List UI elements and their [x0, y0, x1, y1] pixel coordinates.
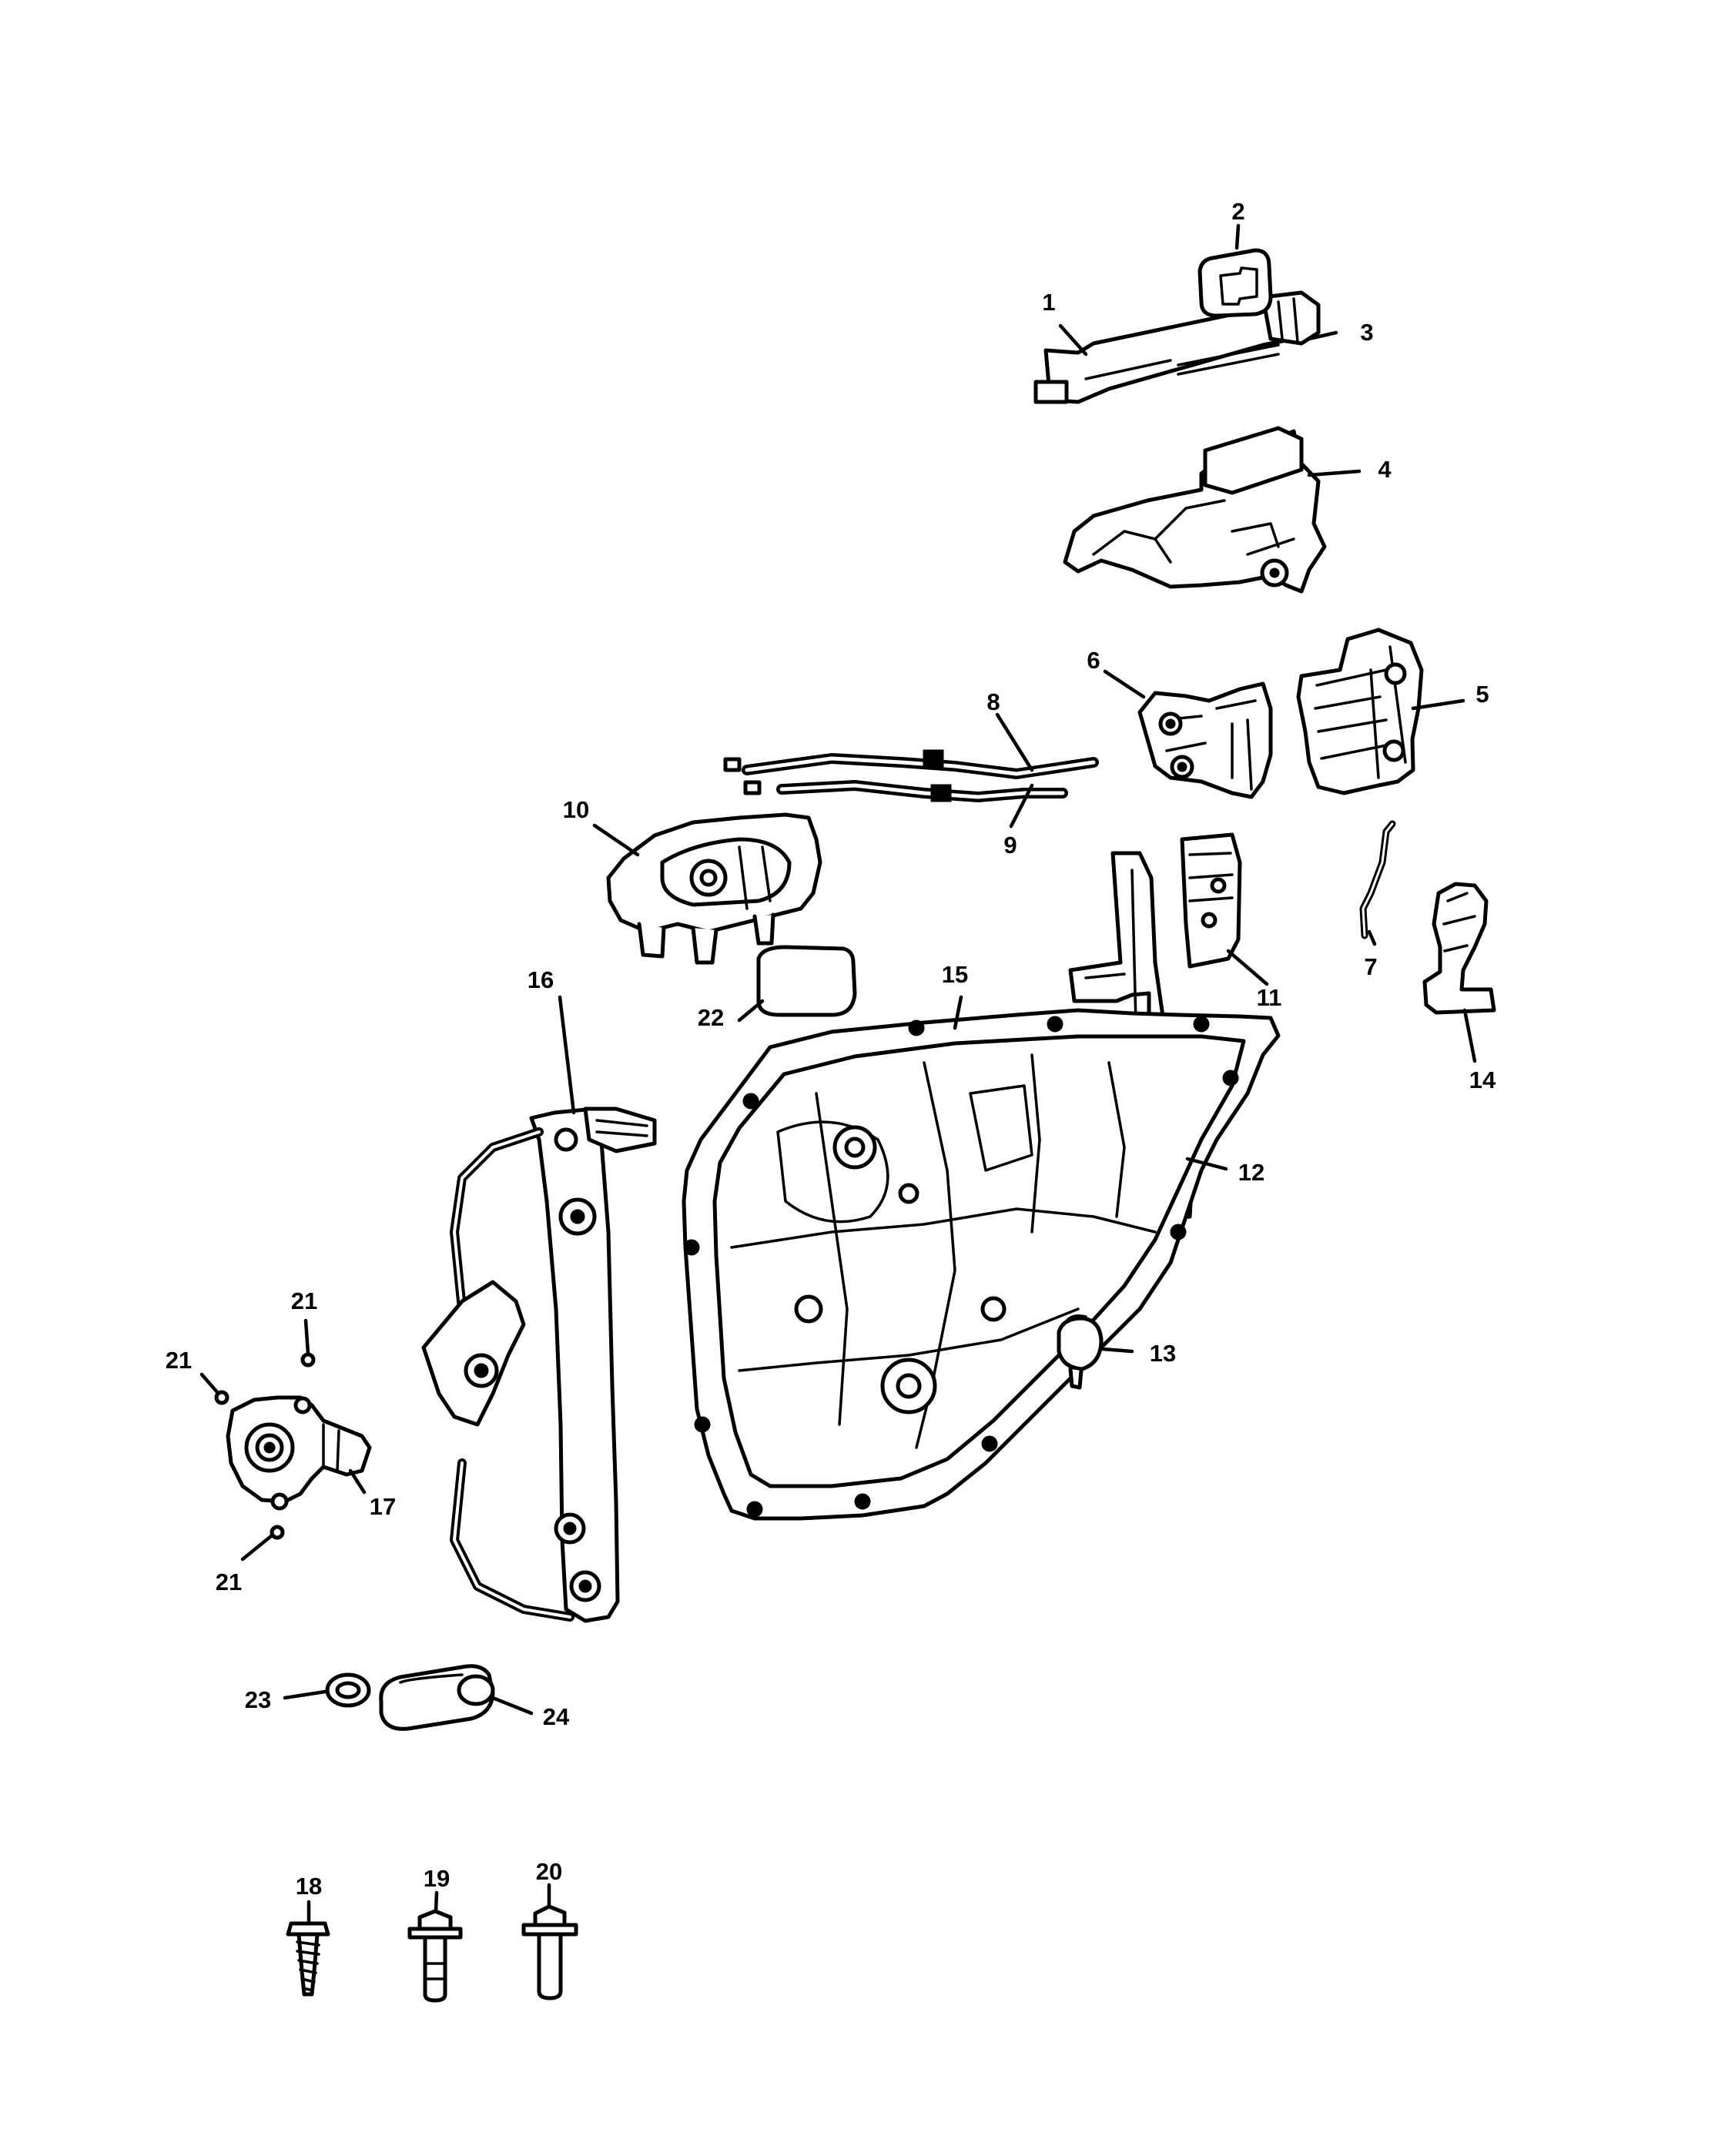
callout-13: 13	[1150, 1340, 1176, 1367]
screw-21c-part	[270, 1525, 285, 1540]
callout-10: 10	[563, 796, 589, 823]
latch-bracket-part	[1137, 681, 1273, 799]
callout-8: 8	[986, 688, 1000, 715]
callout-1: 1	[1042, 289, 1055, 316]
bolt-20-part	[521, 1904, 578, 2000]
callout-22: 22	[698, 1004, 724, 1031]
screw-18-part	[286, 1921, 330, 1997]
callout-2: 2	[1231, 198, 1244, 225]
callout-21a: 21	[291, 1287, 317, 1314]
door-latch-part	[1296, 628, 1424, 795]
crank-handle-part	[379, 1664, 495, 1731]
callout-6: 6	[1087, 647, 1100, 674]
latch-cover-part	[1422, 882, 1496, 1015]
callout-5: 5	[1475, 681, 1489, 708]
exterior-handle-part	[1033, 290, 1321, 404]
latch-rod-part	[1359, 820, 1396, 939]
screw-21a-part	[214, 1390, 229, 1405]
leader-lines	[199, 223, 1477, 1926]
callout-21c: 21	[216, 1568, 242, 1595]
release-cables-part	[723, 749, 1099, 802]
callout-23: 23	[245, 1686, 271, 1713]
callout-9: 9	[1003, 832, 1017, 859]
door-module-plate-part	[682, 1008, 1281, 1521]
callout-numbers: 1 2 3 4 5 6 7 8 9 10 11 12 13 14 15 16 1…	[166, 198, 1496, 1900]
handle-bezel-part	[756, 945, 857, 1017]
callout-15: 15	[942, 961, 968, 988]
callout-18: 18	[296, 1873, 322, 1900]
callout-20: 20	[536, 1858, 562, 1885]
callout-3: 3	[1360, 319, 1373, 346]
window-motor-part	[226, 1395, 372, 1511]
callout-24: 24	[543, 1703, 570, 1730]
callout-12: 12	[1238, 1159, 1264, 1186]
screw-21b-part	[300, 1352, 316, 1368]
grommet-plug-part	[1057, 1314, 1104, 1390]
callout-7: 7	[1364, 953, 1377, 980]
callout-21b: 21	[166, 1347, 192, 1374]
callout-19: 19	[424, 1865, 450, 1892]
callout-14: 14	[1469, 1066, 1496, 1093]
washer-part	[325, 1672, 371, 1708]
handle-gasket-part	[1197, 248, 1273, 318]
window-regulator-part	[421, 1106, 657, 1623]
callout-4: 4	[1378, 456, 1392, 483]
callout-17: 17	[370, 1493, 396, 1520]
interior-handle-part	[606, 812, 822, 965]
callout-16: 16	[528, 966, 554, 993]
callout-11: 11	[1257, 984, 1282, 1011]
bolt-19-part	[407, 1909, 463, 2003]
carrier-bracket-part	[1068, 832, 1242, 1034]
handle-bracket-part	[1063, 426, 1327, 594]
